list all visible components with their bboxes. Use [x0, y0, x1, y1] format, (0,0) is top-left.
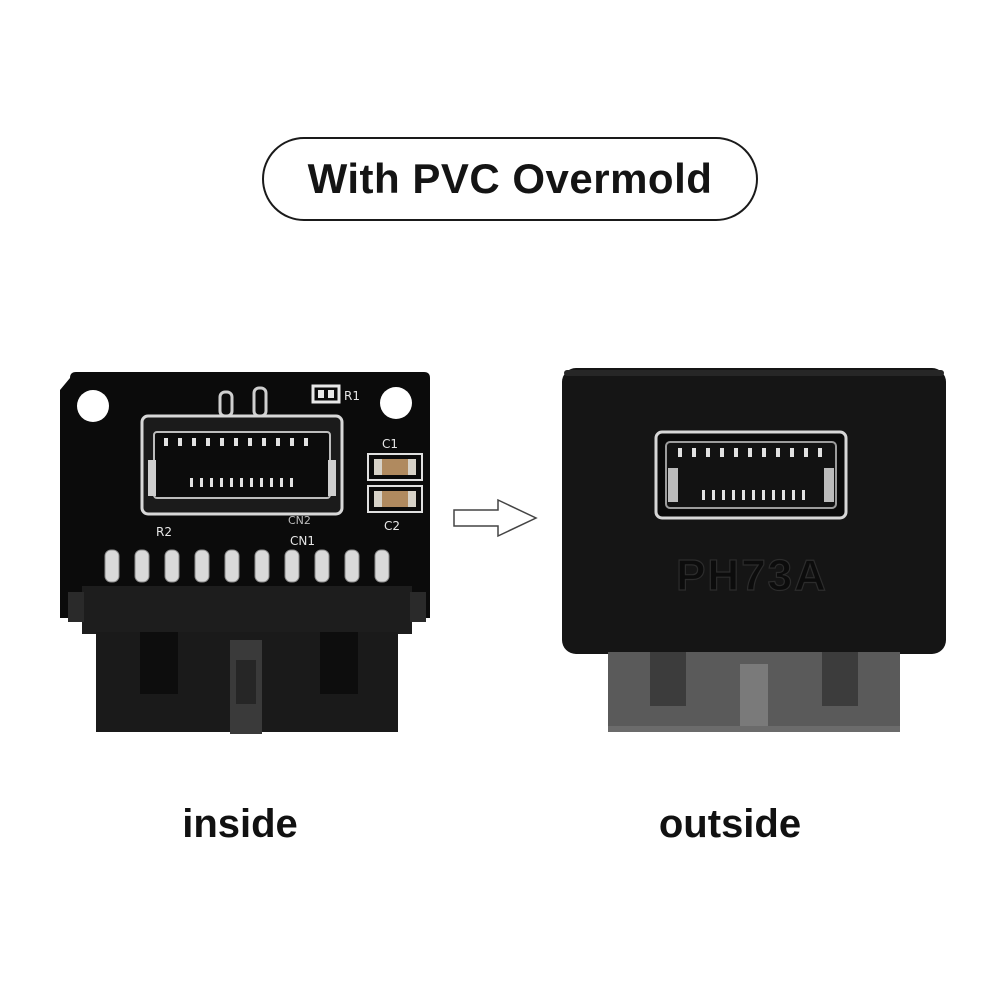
mount-hole-left [77, 390, 109, 422]
header-housing-flange [82, 586, 412, 634]
cn1-label: CN1 [290, 534, 315, 548]
caption-outside: outside [658, 802, 802, 846]
title-text: With PVC Overmold [307, 155, 713, 202]
title-badge: With PVC Overmold [262, 137, 758, 221]
c2-label: C2 [384, 519, 400, 533]
r1-pad [311, 384, 341, 404]
r2-label: R2 [156, 525, 172, 539]
capacitor-c1 [367, 453, 423, 481]
header-pins [104, 549, 390, 583]
model-label: PH73A [676, 551, 828, 600]
outside-overmold-image: PH73A [562, 368, 946, 732]
inside-pcb-image: R1 CN2 R2 C1 C2 CN1 [60, 372, 430, 734]
r1-label: R1 [344, 389, 360, 403]
mount-hole-right [380, 387, 412, 419]
c1-label: C1 [382, 437, 398, 451]
right-outline-arrow-icon [453, 498, 538, 538]
capacitor-c2 [367, 485, 423, 513]
cn2-label: CN2 [288, 514, 311, 527]
caption-inside: inside [182, 802, 298, 846]
